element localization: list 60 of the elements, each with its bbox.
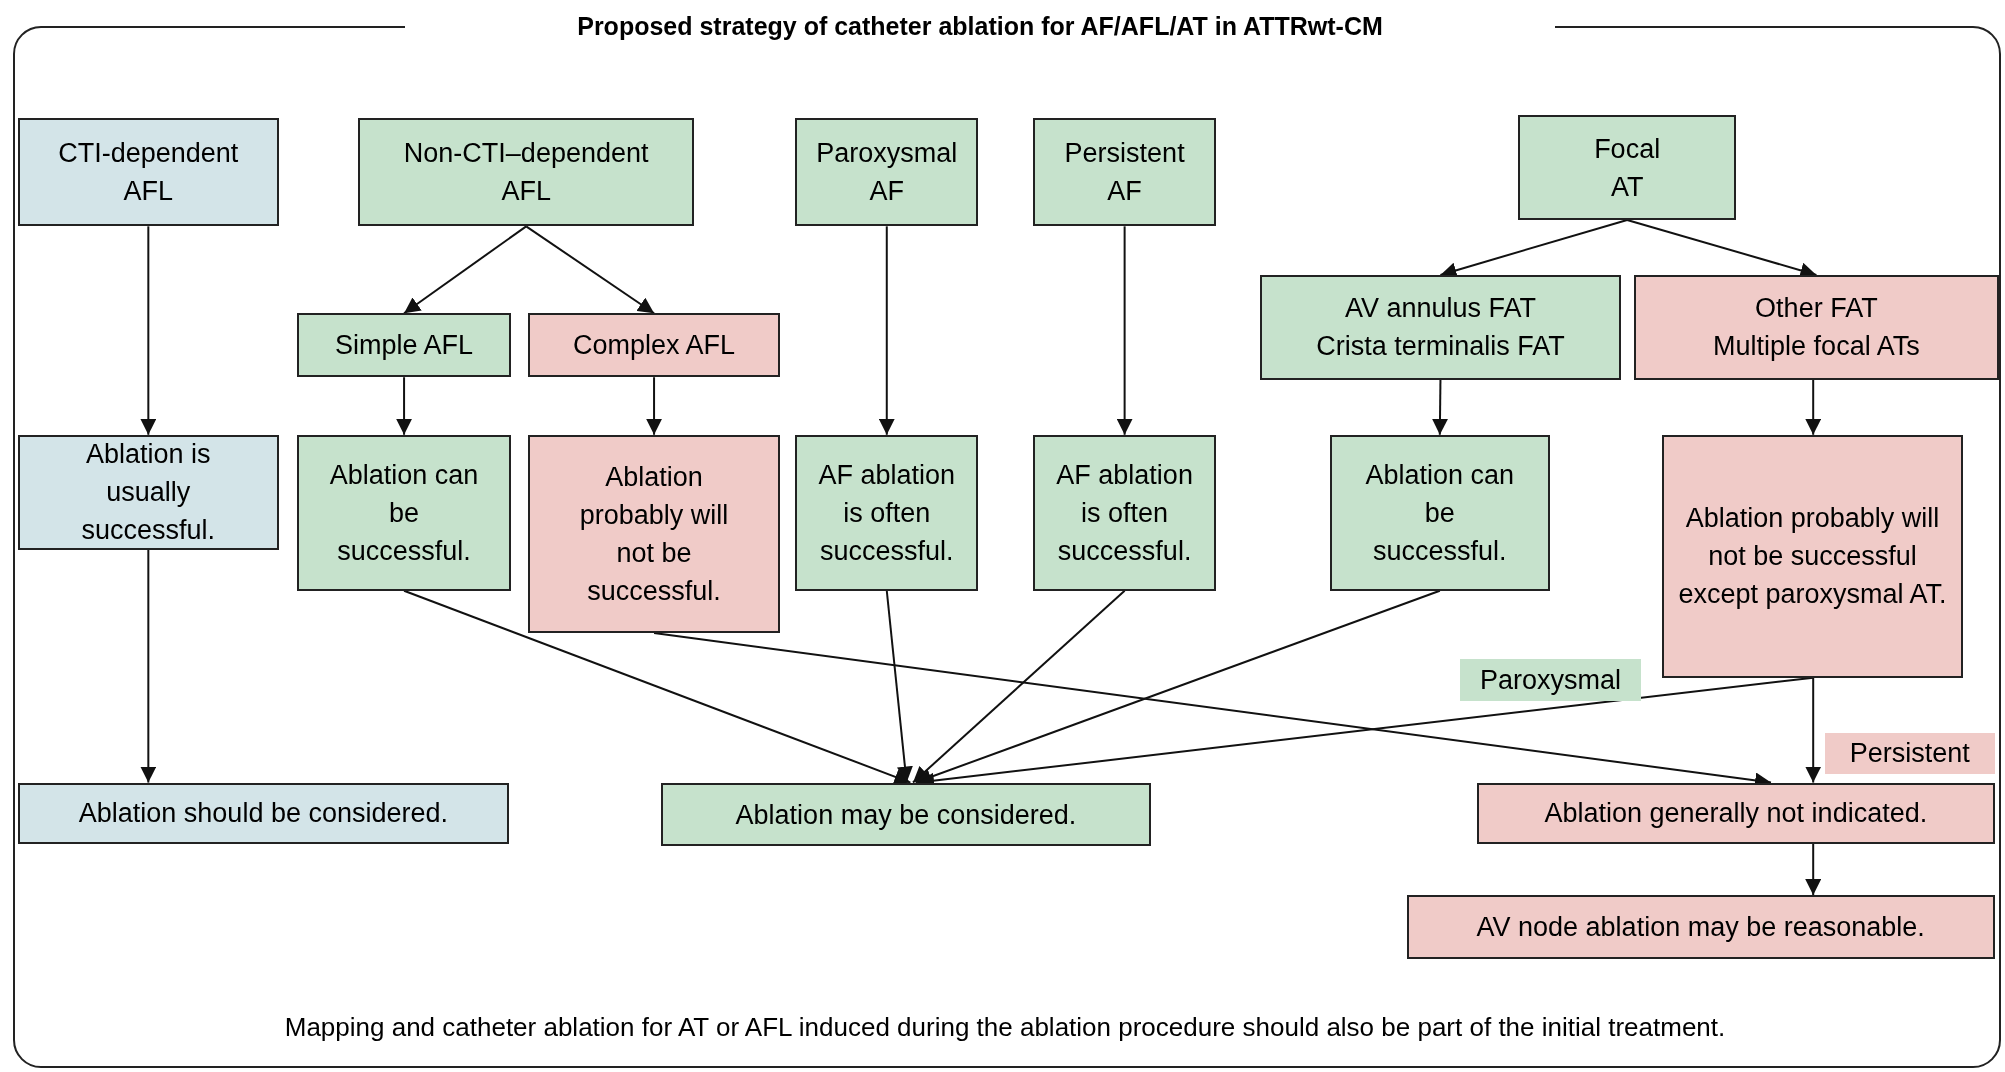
edge-label: Persistent [1824,732,1995,774]
arrow [403,589,912,785]
flow-box [1329,434,1550,591]
arrow [878,225,895,436]
box-text: AF ablation is often successful. [817,458,957,568]
flow-box [1033,117,1217,227]
box-text: Ablation may be considered. [735,798,1077,832]
arrow [646,376,663,436]
box-text: Non-CTI–dependent AFL [402,136,650,208]
flow-box [17,782,509,844]
arrow [914,589,1441,785]
arrow [403,225,528,315]
box-text: Ablation generally not indicated. [1544,797,1928,831]
flow-box [1634,274,1999,380]
footnote: Mapping and catheter ablation for AT or AFL induced during the ablation procedure should also be part of the initial treatment. [283,1011,1727,1044]
arrow [1432,378,1448,436]
flow-box [1517,115,1737,220]
flow-box [296,434,512,591]
arrow [1805,842,1822,897]
box-text: Ablation can be successful. [328,458,480,568]
box-text: Focal AT [1593,132,1662,204]
flow-box [17,434,279,550]
box-text: Other FAT [1755,292,1878,326]
flow-box [1259,274,1622,380]
arrow [396,376,413,436]
box-text: Ablation probably will not be successful except paroxysmal AT. [1677,502,1948,612]
box-text: Ablation can be successful. [1364,458,1516,568]
edge-label: Paroxysmal [1460,658,1641,701]
flow-box [528,434,780,633]
flow-box [1476,782,1995,844]
box-text: Ablation should be considered. [78,797,449,831]
box-text: Multiple focal ATs [1713,330,1920,364]
arrow [140,548,157,784]
flow-box [661,782,1151,847]
flow-box [1033,434,1217,591]
box-text: Paroxysmal AF [815,136,959,208]
flow-box [1406,895,1995,959]
box-text: AF ablation is often successful. [1055,458,1194,568]
box-text: Simple AFL [335,329,474,363]
arrow [1116,225,1133,436]
flow-box [296,313,512,378]
box-text: CTI-dependent AFL [57,136,240,208]
arrow [140,225,157,436]
flow-box [795,434,979,591]
arrow [1805,378,1822,436]
flow-box [795,117,979,227]
flow-box [358,117,695,227]
box-text: Ablation is usually successful. [80,438,217,548]
box-text: Crista terminalis FAT [1316,330,1565,364]
box-text: Ablation probably will not be successful. [579,460,730,608]
flow-box [528,313,780,378]
arrow [912,589,1126,784]
box-text: Persistent AF [1063,136,1186,208]
arrow [1805,676,1822,784]
flow-box [1662,434,1963,678]
flow-box [17,117,279,227]
box-text: AV annulus FAT [1344,292,1536,326]
box-text: Complex AFL [573,329,736,363]
arrow [525,225,656,315]
box-text: AV node ablation may be reasonable. [1476,911,1925,945]
